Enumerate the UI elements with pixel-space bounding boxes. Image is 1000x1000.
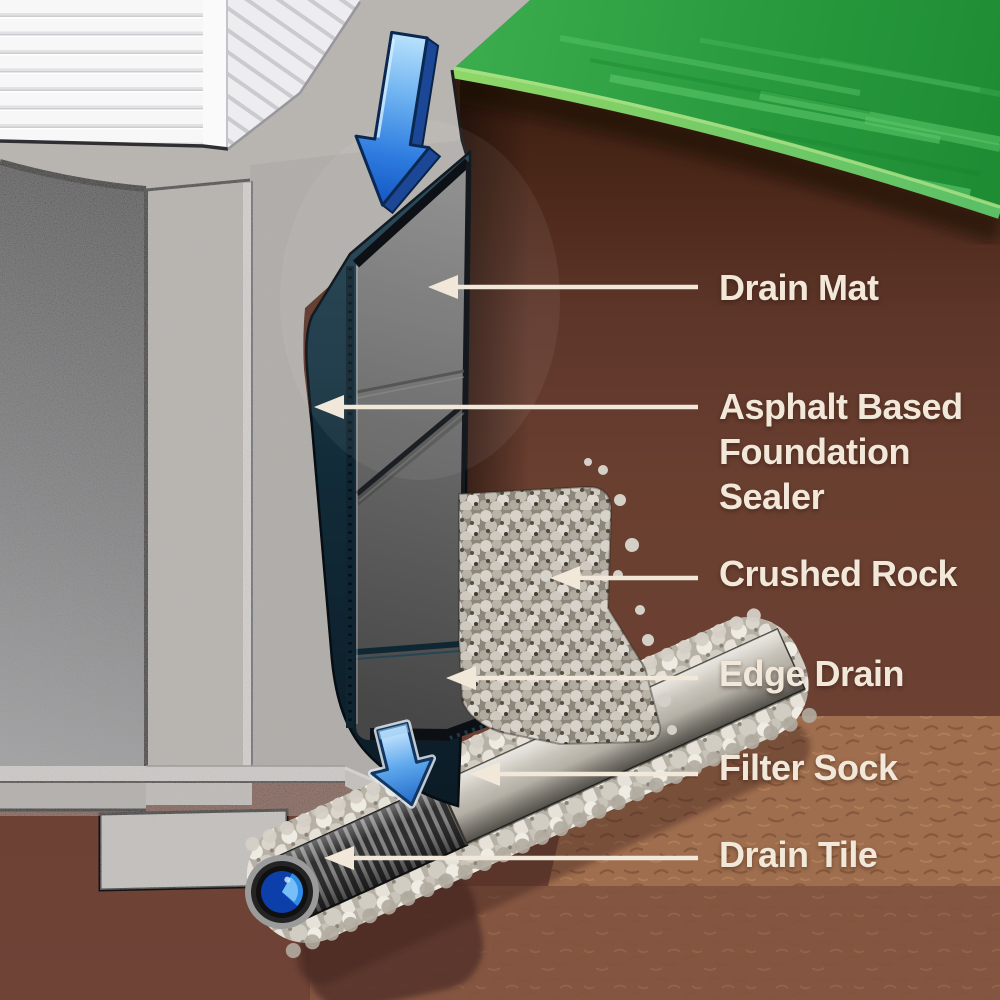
crushed-rock-arrowhead [550, 566, 580, 590]
grass-layer [450, 0, 1000, 245]
scattered-pebbles [584, 458, 677, 735]
mat-top-edge-band [352, 158, 472, 268]
label-asphalt-sealer-line3: Sealer [719, 476, 825, 517]
label-filter-sock: Filter Sock [719, 747, 898, 788]
water-arrow-top [354, 30, 442, 215]
pipe-open-end [245, 855, 319, 929]
grass-under-shadow [455, 73, 1000, 245]
label-drain-tile: Drain Tile [719, 834, 878, 875]
label-asphalt-sealer-line2: Foundation [719, 431, 910, 472]
drain-mat-sheen [280, 120, 560, 480]
grass-surface [452, 0, 1000, 211]
house-siding [0, 0, 362, 151]
label-edge-drain: Edge Drain [719, 653, 905, 694]
filter-sock-leader [470, 762, 698, 786]
label-asphalt-sealer: Asphalt Based Foundation Sealer [719, 384, 963, 519]
drain-tile-arrowhead [324, 846, 354, 870]
siding-front-face [0, 0, 203, 145]
asphalt-sealer-arrowhead [314, 395, 344, 419]
siding-side-bottom-edge [227, 1, 362, 150]
grass-cut-edge-highlight [450, 66, 1000, 219]
leader-lines [314, 275, 698, 870]
siding-bottom-edge [0, 139, 229, 151]
drain-mat-leader [428, 275, 698, 299]
mat-lap-seam [355, 404, 464, 496]
siding-corner-trim [203, 0, 228, 148]
siding-side-face [228, 0, 360, 148]
label-crushed-rock: Crushed Rock [719, 553, 958, 594]
drain-mat-arrowhead [428, 275, 458, 299]
water-arrow-bottom [367, 719, 437, 809]
edge-drain-arrowhead [446, 666, 476, 690]
edge-drain-leader [446, 666, 698, 690]
label-drain-mat: Drain Mat [719, 267, 879, 308]
asphalt-sealer-leader [314, 395, 698, 419]
water-arrow-bottom-fold [377, 723, 410, 740]
wall-outer-corner-edge [450, 69, 470, 161]
label-asphalt-sealer-line1: Asphalt Based [719, 386, 963, 427]
water-arrow-top-front [354, 30, 431, 207]
drain-mat-shape [280, 120, 563, 742]
drain-mat [356, 162, 562, 741]
grass-cut-edge-bright-line [451, 66, 1000, 209]
gravel-bottom-bumps [285, 703, 826, 959]
mat-groove-seam [356, 369, 465, 394]
crushed-rock-leader [550, 566, 698, 590]
filter-sock-arrowhead [470, 762, 500, 786]
drain-tile-leader [324, 846, 698, 870]
water-arrow-top-gloss [376, 38, 396, 138]
gravel-under-shadow [296, 722, 811, 984]
